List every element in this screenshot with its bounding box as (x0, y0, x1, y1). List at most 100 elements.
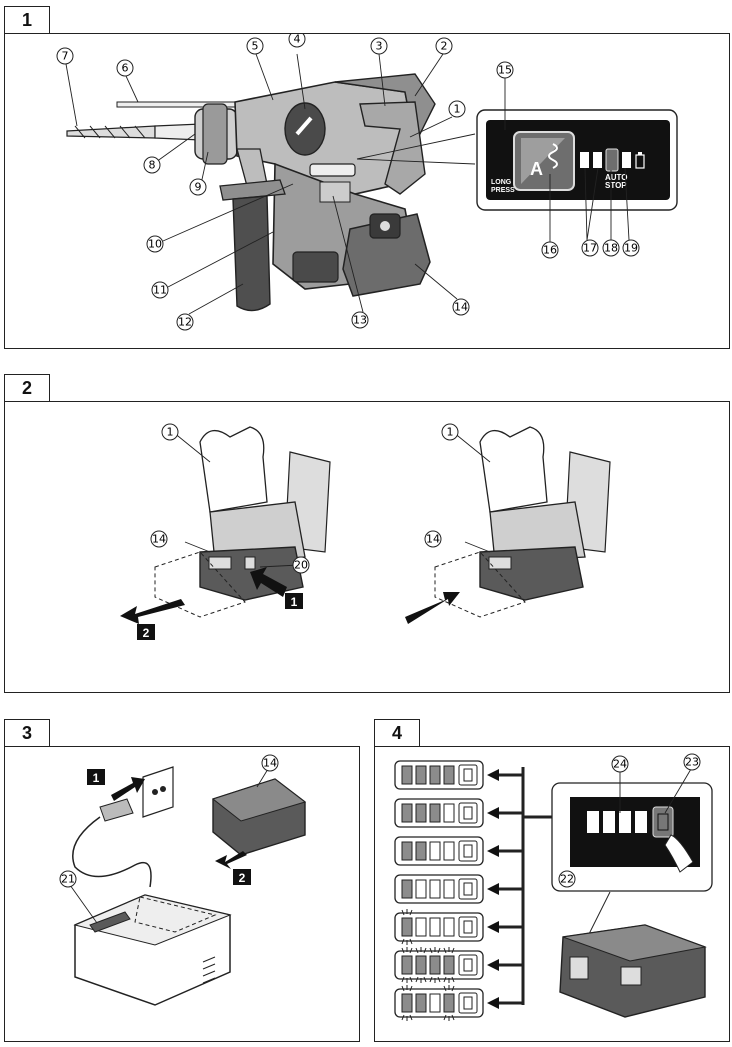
figure-1-tab: 1 (4, 6, 50, 35)
indicator-segment (401, 955, 413, 975)
wall-outlet (142, 766, 174, 818)
callout: 12 (178, 316, 192, 329)
callout: 7 (62, 50, 69, 63)
blink-mark (401, 947, 413, 983)
arrow-icon (487, 921, 499, 933)
led-4 (622, 152, 631, 168)
callout: 10 (148, 238, 162, 251)
mode-selector-knob (284, 102, 326, 156)
battery-pack-1 (342, 213, 431, 297)
plug (99, 798, 134, 822)
indicator-row (394, 874, 523, 904)
battery-icon (458, 840, 478, 862)
indicator-segment (415, 955, 427, 975)
fig1-callouts: 1 2 3 4 5 6 7 8 9 10 11 12 13 14 15 16 1… (56, 34, 640, 331)
chuck (194, 103, 238, 165)
figure-3-tab: 3 (4, 719, 50, 748)
indicator-segment (415, 993, 427, 1013)
indicator-row (394, 836, 523, 866)
battery-pack-3 (479, 546, 584, 601)
indicator-segment (401, 841, 413, 861)
led-1 (580, 152, 589, 168)
indicator-row (394, 798, 523, 828)
battery-indicator-illustration: 24 23 22 (394, 753, 713, 1021)
indicator-row (394, 760, 523, 790)
step-2-badge: 2 (143, 626, 150, 640)
callout: 14 (426, 533, 440, 546)
plug-in-arrow (111, 777, 145, 801)
insert-arrow (215, 851, 247, 869)
blink-mark (415, 947, 427, 983)
auto-stop-line2: STOP (605, 181, 627, 190)
callout: 6 (122, 62, 129, 75)
callout: 1 (167, 426, 174, 439)
indicator-rows (394, 760, 523, 1021)
figure-4-panel: 24 23 22 (374, 746, 730, 1042)
indicator-segment (443, 841, 455, 861)
battery-removal-illustration: 1 2 1 14 20 1 14 (120, 423, 611, 640)
callout: 9 (195, 181, 202, 194)
battery-icon (458, 916, 478, 938)
long-press-line2: PRESS (491, 187, 515, 194)
arrow-icon (487, 845, 499, 857)
hammer-mode-icon (548, 143, 558, 169)
battery-icon (458, 954, 478, 976)
insert-arrow (405, 592, 460, 624)
callout: 11 (153, 284, 167, 297)
battery-icon (458, 992, 478, 1014)
callout: 2 (441, 40, 448, 53)
blink-mark (429, 947, 441, 983)
rotary-hammer-illustration: A LONG PRESS AUTO STOP 1 2 3 4 5 6 7 8 9… (56, 34, 678, 331)
hand (199, 426, 268, 513)
indicator-row (394, 947, 523, 983)
charger (73, 894, 232, 1006)
callout: 17 (583, 242, 597, 255)
indicator-row (394, 985, 523, 1021)
figure-2-panel: 1 2 1 14 20 1 14 (4, 401, 730, 693)
led-2 (593, 152, 602, 168)
blink-mark (443, 947, 455, 983)
indicator-segment (443, 993, 455, 1013)
auto-stop-led (605, 148, 619, 172)
slide-out-arrow (120, 599, 185, 624)
indicator-segment (429, 879, 441, 899)
indicator-segment (415, 803, 427, 823)
callout: 15 (498, 64, 512, 77)
battery-icon (458, 878, 478, 900)
step-1-badge: 1 (291, 595, 298, 609)
callout: 1 (447, 426, 454, 439)
arrow-icon (487, 959, 499, 971)
indicator-segment (415, 841, 427, 861)
mode-letter: A (530, 159, 543, 179)
callout: 23 (685, 756, 699, 769)
press-arrow (250, 567, 287, 597)
indicator-segment (429, 803, 441, 823)
arrow-icon (487, 883, 499, 895)
callout: 22 (560, 873, 574, 886)
callout: 14 (454, 301, 468, 314)
callout: 20 (294, 559, 308, 572)
indicator-segment (429, 917, 441, 937)
battery-removal-scene: 1 2 1 14 20 (120, 423, 331, 640)
indicator-segment (443, 765, 455, 785)
indicator-segment (429, 765, 441, 785)
control-panel-inset: A LONG PRESS AUTO STOP (476, 76, 678, 244)
figure-1-panel: A LONG PRESS AUTO STOP 1 2 3 4 5 6 7 8 9… (4, 33, 730, 349)
tool-body (234, 73, 436, 297)
auto-stop-line1: AUTO (605, 173, 628, 182)
callout: 8 (149, 159, 156, 172)
figure-3-panel: 1 2 14 21 (4, 746, 360, 1042)
step-1-badge: 1 (93, 771, 100, 785)
indicator-segment (401, 765, 413, 785)
figure-2-tab: 2 (4, 374, 50, 403)
step-2-badge: 2 (239, 871, 246, 885)
indicator-segment (401, 803, 413, 823)
leader-lines (65, 53, 476, 315)
indicator-segment (401, 993, 413, 1013)
battery-icon (458, 764, 478, 786)
blink-mark (401, 909, 413, 945)
indicator-segment (415, 917, 427, 937)
long-press-line1: LONG (491, 179, 512, 186)
callout: 16 (543, 244, 557, 257)
check-button (652, 806, 674, 838)
